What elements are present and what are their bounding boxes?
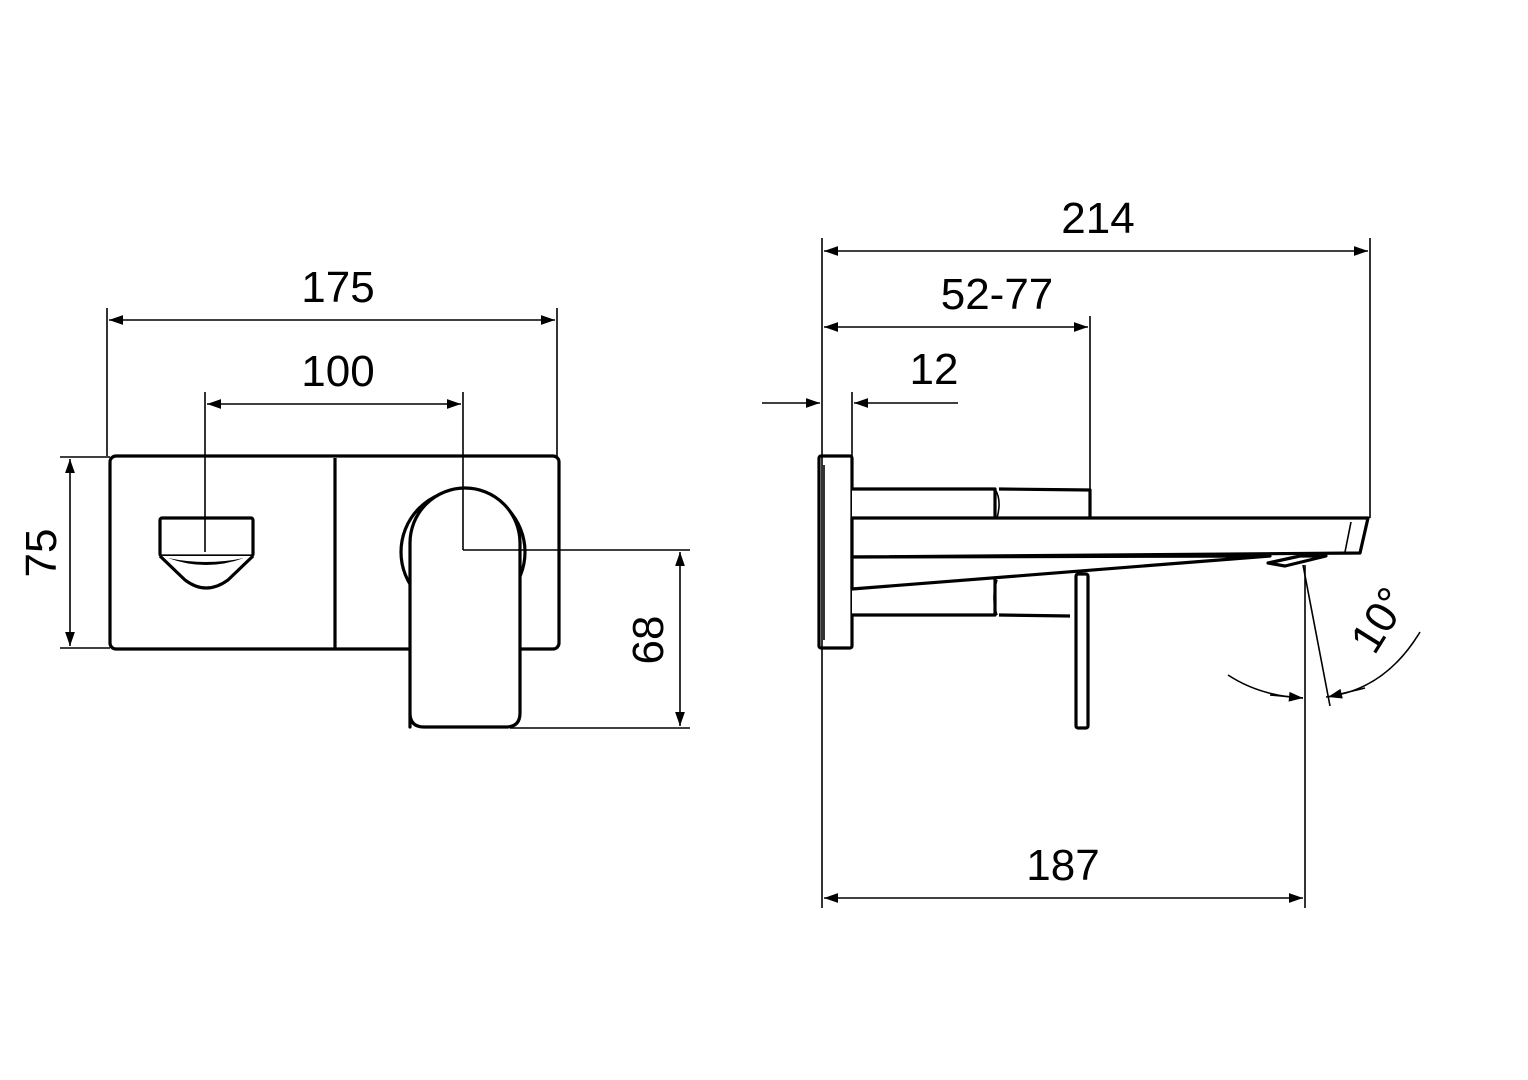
dim-label-175: 175 (301, 263, 374, 312)
dimension-214: 214 (821, 194, 1371, 908)
front-view: 175 100 75 68 (17, 263, 690, 729)
dimension-187: 187 (824, 841, 1303, 903)
dimension-angle-10: 10° (1227, 564, 1421, 908)
dim-label-214: 214 (1061, 194, 1134, 243)
dim-label-75: 75 (17, 529, 66, 578)
mixer-lever (399, 486, 527, 729)
dimension-75: 75 (17, 456, 110, 649)
dim-label-52-77: 52-77 (941, 270, 1054, 319)
dimension-68: 68 (510, 552, 690, 729)
dimension-52-77: 52-77 (824, 270, 1091, 490)
dim-label-100: 100 (301, 347, 374, 396)
dim-label-187: 187 (1026, 841, 1099, 890)
lever-side (1074, 572, 1090, 730)
spout-outlet (158, 516, 255, 590)
side-view: 214 52-77 12 10° 187 (762, 194, 1421, 908)
dimension-12: 12 (762, 345, 958, 456)
dimension-100: 100 (204, 347, 690, 552)
dimension-175: 175 (106, 263, 558, 456)
dim-label-angle: 10° (1341, 579, 1418, 661)
dim-label-68: 68 (624, 616, 673, 665)
dim-label-12: 12 (910, 345, 959, 394)
spout-side (850, 516, 1370, 591)
